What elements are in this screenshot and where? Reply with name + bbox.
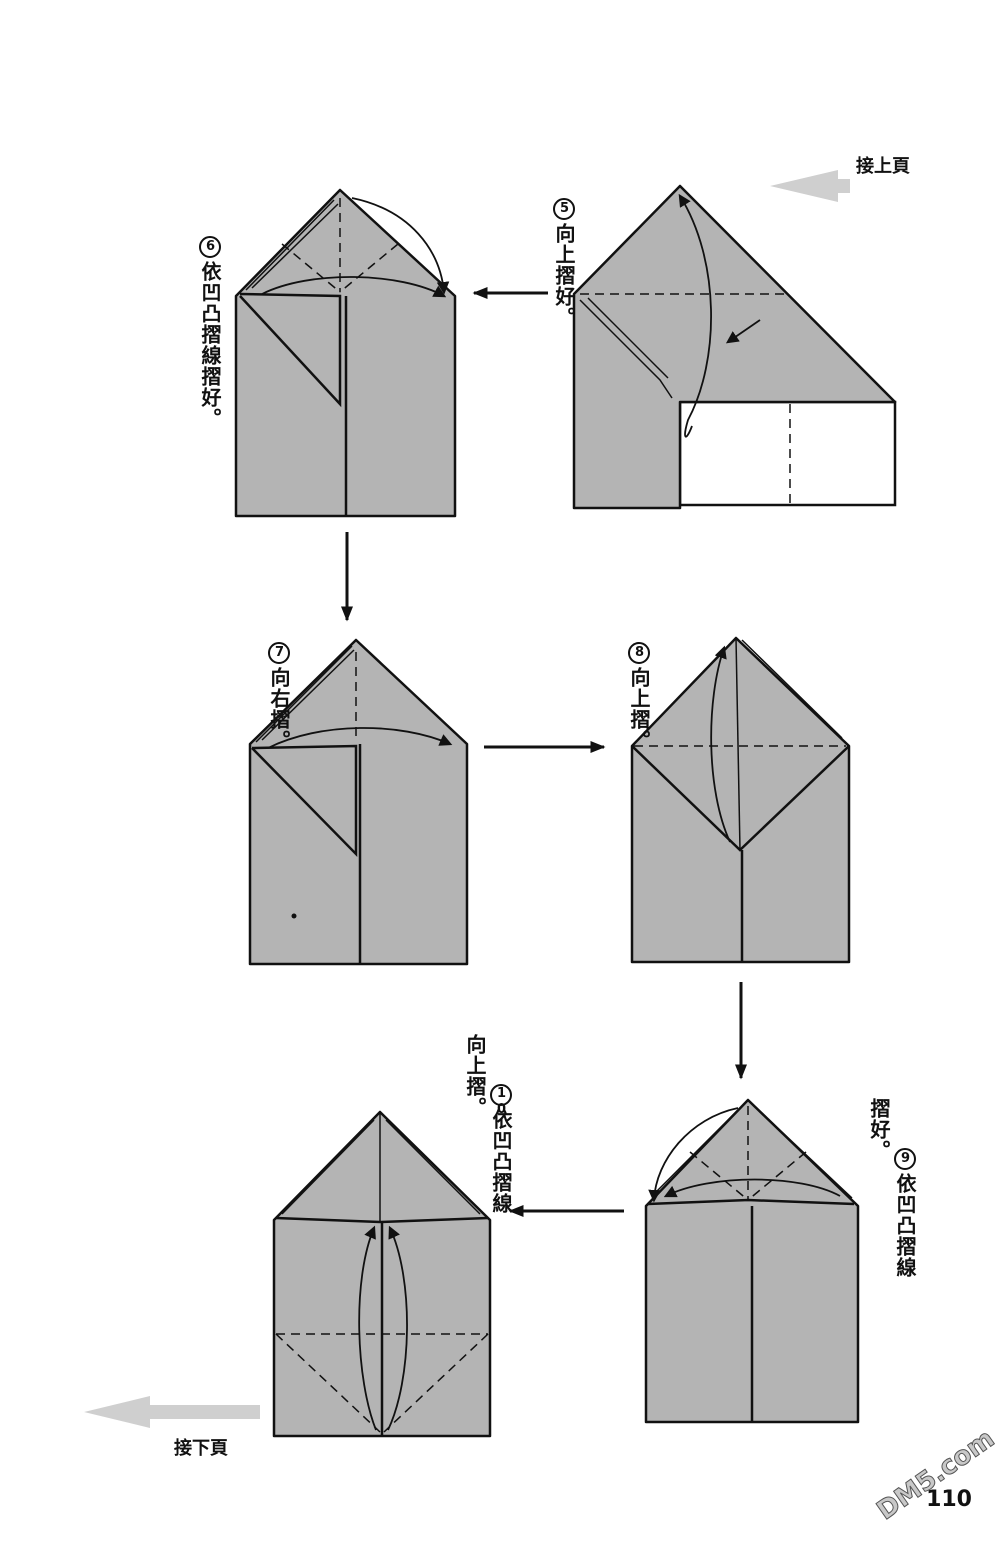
step-9-text: 依凹凸摺線 摺好。 [867, 1098, 917, 1278]
step-9-diagram [644, 1098, 860, 1424]
step-9-number: 9 [894, 1148, 916, 1170]
continue-from-arrow [770, 170, 850, 202]
step-7-shape [248, 638, 469, 966]
continue-to-arrow [84, 1396, 260, 1428]
step-5-number: 5 [553, 198, 575, 220]
step-5-label: 5 向上摺好。 [551, 148, 603, 328]
step-6-text: 依凹凸摺線摺好。 [198, 261, 222, 429]
step-6-number: 6 [199, 236, 221, 258]
continue-from-label: 接上頁 [856, 156, 910, 177]
step-5-text: 向上摺好。 [552, 223, 576, 328]
step-10-text: 依凹凸摺線 向上摺。 [463, 1034, 513, 1214]
step-7-label: 7 向右摺。 [266, 592, 318, 751]
step-7-number: 7 [268, 642, 290, 664]
step-5-white-flap [678, 400, 897, 507]
step-6-label: 6 依凹凸摺線摺好。 [197, 186, 249, 429]
step-5-diagram [572, 184, 897, 510]
step-10-number: 10 [490, 1084, 512, 1118]
step-10-diagram [272, 1110, 492, 1438]
step-10-label: 10依凹凸摺線 向上摺。 [462, 1034, 540, 1214]
step-8-label: 8 向上摺。 [626, 592, 678, 751]
page-number: 110 [926, 1487, 972, 1512]
step-7-text: 向右摺。 [267, 667, 291, 751]
step-8-diagram [630, 636, 851, 964]
step-6-diagram [234, 188, 457, 518]
step-8-text: 向上摺。 [627, 667, 651, 751]
continue-to-label: 接下頁 [174, 1438, 228, 1459]
step-8-number: 8 [628, 642, 650, 664]
step-5-shape [572, 184, 897, 510]
step-7-diagram [248, 638, 469, 966]
step-9-label: 9依凹凸摺線 摺好。 [866, 1098, 944, 1278]
